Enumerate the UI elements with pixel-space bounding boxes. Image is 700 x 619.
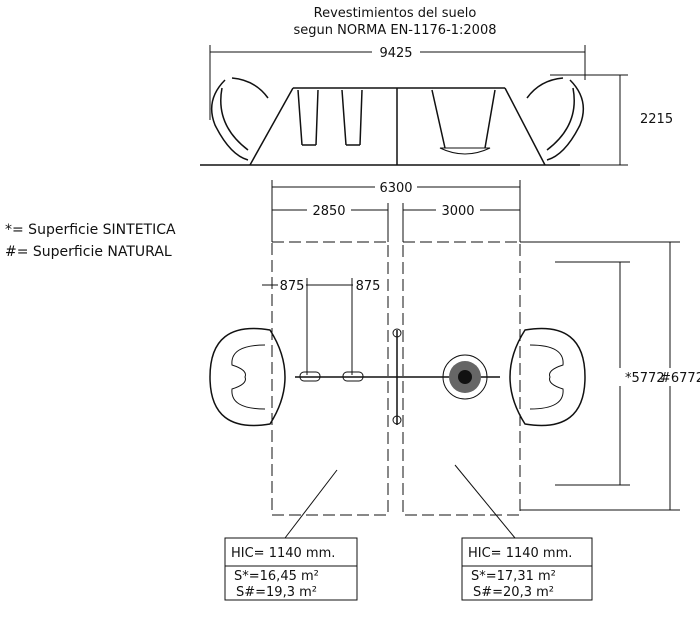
plan-dimensions: 6300 2850 3000 875 875 *5772 #6772: [262, 180, 700, 511]
safety-zone-left: [271, 241, 389, 516]
width-dimension-9425: 9425: [379, 46, 412, 61]
hic-left: HIC= 1140 mm.: [231, 546, 335, 561]
depth-natural-6772: #6772: [660, 371, 700, 386]
surface-table-right: HIC= 1140 mm. S*=17,31 m² S#=20,3 m²: [461, 537, 593, 601]
elevation-view: 9425 2215: [200, 44, 673, 166]
natural-area-right: S#=20,3 m²: [473, 585, 554, 600]
synthetic-area-right: S*=17,31 m²: [471, 569, 556, 584]
total-width-6300: 6300: [379, 181, 412, 196]
plan-view-equipment: [209, 327, 586, 539]
left-width-2850: 2850: [312, 204, 345, 219]
synthetic-area-left: S*=16,45 m²: [234, 569, 319, 584]
right-width-3000: 3000: [441, 204, 474, 219]
spacing-875-a: 875: [280, 279, 305, 294]
spacing-875-b: 875: [356, 279, 381, 294]
hic-right: HIC= 1140 mm.: [468, 546, 572, 561]
title-line-2: segun NORMA EN-1176-1:2008: [293, 23, 496, 38]
safety-zone-right: [402, 241, 521, 516]
height-dimension-2215: 2215: [640, 112, 673, 127]
legend-natural: #= Superficie NATURAL: [5, 244, 172, 260]
legend-synthetic: *= Superficie SINTETICA: [5, 222, 176, 238]
depth-synthetic-5772: *5772: [625, 371, 665, 386]
natural-area-left: S#=19,3 m²: [236, 585, 317, 600]
surface-table-left: HIC= 1140 mm. S*=16,45 m² S#=19,3 m²: [224, 537, 358, 601]
title-line-1: Revestimientos del suelo: [314, 6, 477, 21]
